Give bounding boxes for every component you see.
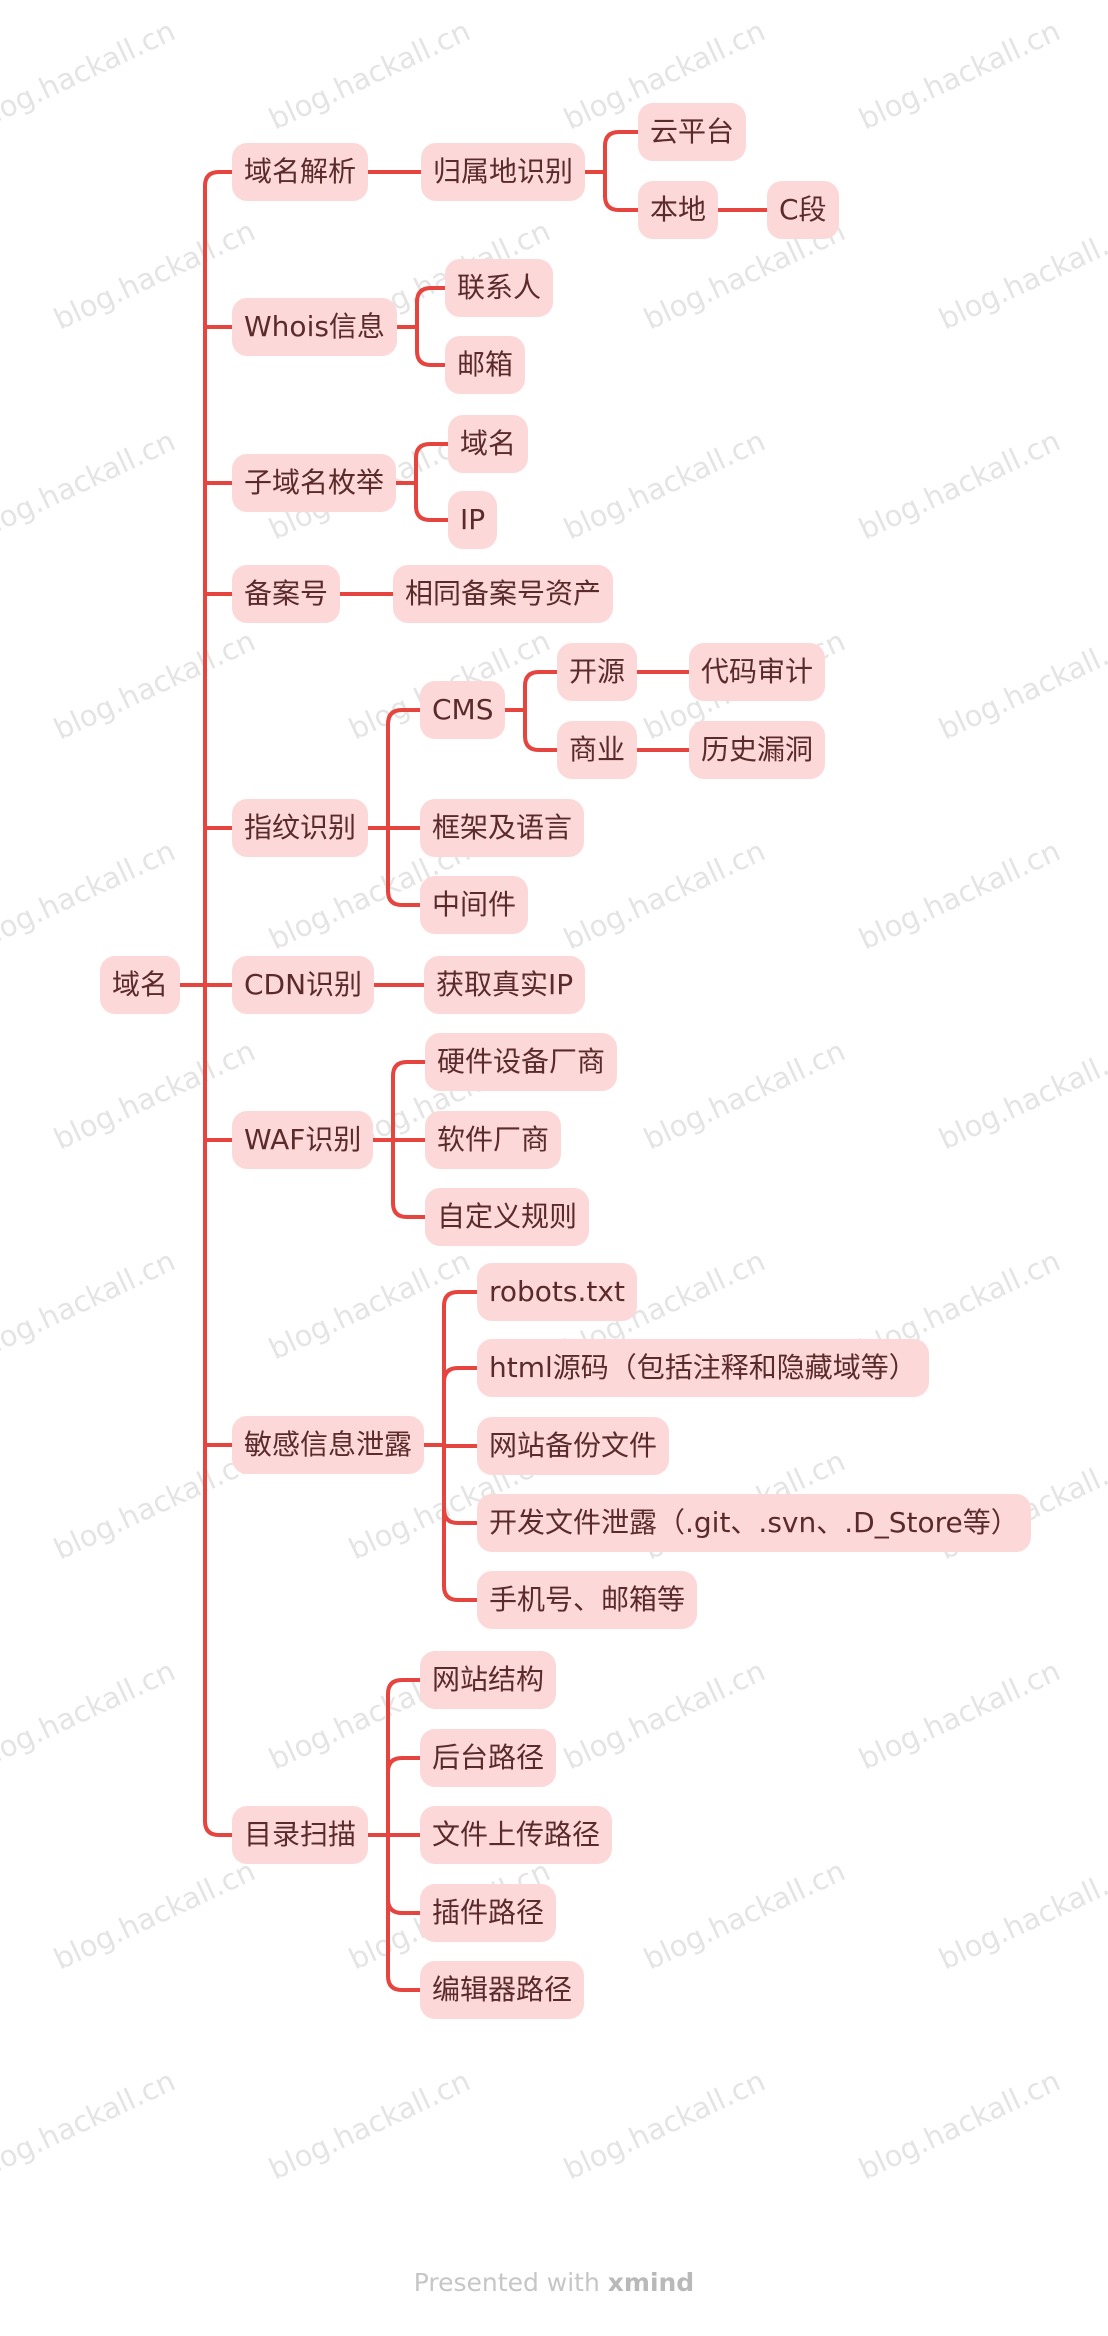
connector-line bbox=[386, 1897, 422, 1915]
connector-line bbox=[603, 130, 640, 148]
branch-node-4[interactable]: 备案号 bbox=[232, 565, 341, 623]
topic-node[interactable]: 代码审计 bbox=[689, 643, 826, 701]
branch-node-7[interactable]: WAF识别 bbox=[232, 1111, 374, 1169]
branch-node-2[interactable]: Whois信息 bbox=[232, 298, 397, 356]
topic-node[interactable]: 插件路径 bbox=[420, 1884, 557, 1942]
topic-node[interactable]: 邮箱 bbox=[445, 336, 526, 394]
topic-node[interactable]: 框架及语言 bbox=[420, 799, 585, 857]
branch-node-1[interactable]: 域名解析 bbox=[232, 143, 369, 201]
branch-node-5[interactable]: 指纹识别 bbox=[232, 799, 369, 857]
connector-line bbox=[386, 1756, 422, 1774]
connector-line bbox=[391, 1201, 427, 1219]
connector-line bbox=[386, 1678, 422, 1696]
connector-line bbox=[203, 1819, 234, 1837]
topic-node[interactable]: 商业 bbox=[557, 721, 638, 779]
connector-line bbox=[415, 286, 447, 304]
topic-node[interactable]: 后台路径 bbox=[420, 1729, 557, 1787]
connector-line bbox=[386, 1974, 422, 1992]
connector-line bbox=[415, 349, 447, 367]
topic-node[interactable]: 网站备份文件 bbox=[477, 1417, 670, 1475]
topic-node[interactable]: html源码（包括注释和隐藏域等） bbox=[477, 1339, 929, 1397]
branch-node-9[interactable]: 目录扫描 bbox=[232, 1806, 369, 1864]
topic-node[interactable]: 开源 bbox=[557, 643, 638, 701]
connector-line bbox=[203, 170, 234, 188]
connector-line bbox=[442, 1366, 479, 1384]
footer-presented-text: Presented with bbox=[413, 2268, 600, 2297]
topic-node[interactable]: 联系人 bbox=[445, 259, 554, 317]
footer: Presented with xmind bbox=[0, 2268, 1108, 2297]
branch-node-6[interactable]: CDN识别 bbox=[232, 956, 375, 1014]
branch-node-3[interactable]: 子域名枚举 bbox=[232, 454, 397, 512]
topic-node[interactable]: C段 bbox=[767, 181, 839, 239]
topic-node[interactable]: CMS bbox=[420, 681, 506, 739]
connector-line bbox=[442, 1507, 479, 1525]
connector-line bbox=[414, 504, 450, 522]
topic-node[interactable]: 硬件设备厂商 bbox=[425, 1033, 618, 1091]
topic-node[interactable]: robots.txt bbox=[477, 1263, 637, 1321]
topic-node[interactable]: 网站结构 bbox=[420, 1651, 557, 1709]
connector-line bbox=[603, 194, 640, 212]
xmind-brand: xmind bbox=[607, 2268, 695, 2297]
topic-node[interactable]: 历史漏洞 bbox=[689, 721, 826, 779]
topic-node[interactable]: 归属地识别 bbox=[421, 143, 586, 201]
connector-line bbox=[414, 442, 450, 460]
topic-node[interactable]: 开发文件泄露（.git、.svn、.D_Store等） bbox=[477, 1494, 1031, 1552]
root-node[interactable]: 域名 bbox=[100, 956, 181, 1014]
connector-line bbox=[386, 889, 422, 907]
topic-node[interactable]: 编辑器路径 bbox=[420, 1961, 585, 2019]
topic-node[interactable]: 域名 bbox=[448, 415, 529, 473]
connector-line bbox=[442, 1584, 479, 1602]
connector-line bbox=[391, 1060, 427, 1078]
connector-line bbox=[442, 1290, 479, 1308]
topic-node[interactable]: IP bbox=[448, 491, 498, 549]
topic-node[interactable]: 本地 bbox=[638, 181, 719, 239]
branch-node-8[interactable]: 敏感信息泄露 bbox=[232, 1416, 425, 1474]
connector-line bbox=[523, 734, 559, 752]
topic-node[interactable]: 相同备案号资产 bbox=[393, 565, 614, 623]
topic-node[interactable]: 中间件 bbox=[420, 876, 529, 934]
topic-node[interactable]: 获取真实IP bbox=[424, 956, 586, 1014]
topic-node[interactable]: 云平台 bbox=[638, 103, 747, 161]
topic-node[interactable]: 手机号、邮箱等 bbox=[477, 1571, 698, 1629]
connector-line bbox=[523, 670, 559, 688]
topic-node[interactable]: 软件厂商 bbox=[425, 1111, 562, 1169]
topic-node[interactable]: 自定义规则 bbox=[425, 1188, 590, 1246]
topic-node[interactable]: 文件上传路径 bbox=[420, 1806, 613, 1864]
connector-line bbox=[386, 708, 422, 726]
